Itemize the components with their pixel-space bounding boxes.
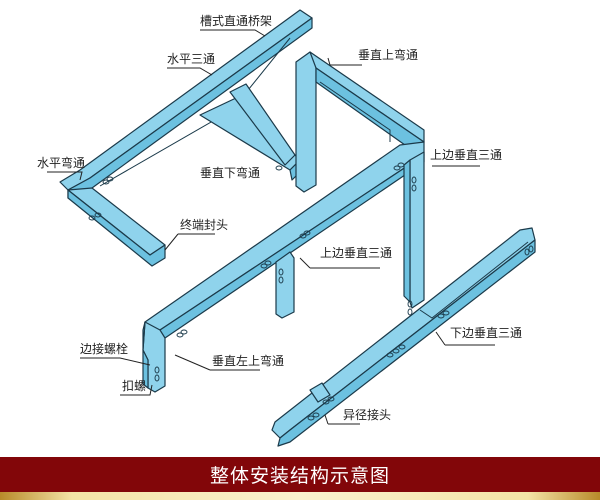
label-horizontal-bend: 水平弯通: [37, 156, 86, 170]
leader-lines: [47, 29, 495, 425]
label-end-cap: 终端封头: [180, 218, 229, 232]
label-straight-tray: 槽式直通桥架: [200, 14, 273, 28]
diagram-title: 整体安装结构示意图: [209, 465, 390, 487]
label-nut: 扣螺: [122, 379, 147, 393]
label-horizontal-tee: 水平三通: [167, 52, 216, 66]
label-upper-vertical-tee-1: 上边垂直三通: [430, 148, 503, 162]
cable-tray-installation-diagram: 槽式直通桥架 水平三通 垂直上弯通 水平弯通 垂直下弯通 上边垂直三通 终端封头…: [37, 9, 536, 447]
left-down-leg: [142, 321, 166, 393]
upper-horizontal-loop: [59, 9, 313, 267]
gold-decorative-strip: [0, 492, 600, 500]
label-vertical-left-up-bend: 垂直左上弯通: [212, 354, 285, 368]
tray-structure-drawing: [47, 9, 536, 447]
label-upper-vertical-tee-2: 上边垂直三通: [320, 246, 393, 260]
label-lower-vertical-tee: 下边垂直三通: [450, 326, 523, 340]
middle-straight-run: [144, 141, 425, 339]
vertical-up-bend-assembly: [295, 51, 425, 193]
label-reducer: 异径接头: [343, 408, 392, 422]
bolt-holes: [88, 162, 534, 421]
lower-straight-run: [271, 227, 536, 447]
label-vertical-down-bend: 垂直下弯通: [200, 166, 261, 180]
label-side-bolt: 边接螺栓: [80, 342, 129, 356]
title-banner: 整体安装结构示意图: [0, 457, 600, 492]
label-vertical-up-bend: 垂直上弯通: [358, 48, 419, 62]
